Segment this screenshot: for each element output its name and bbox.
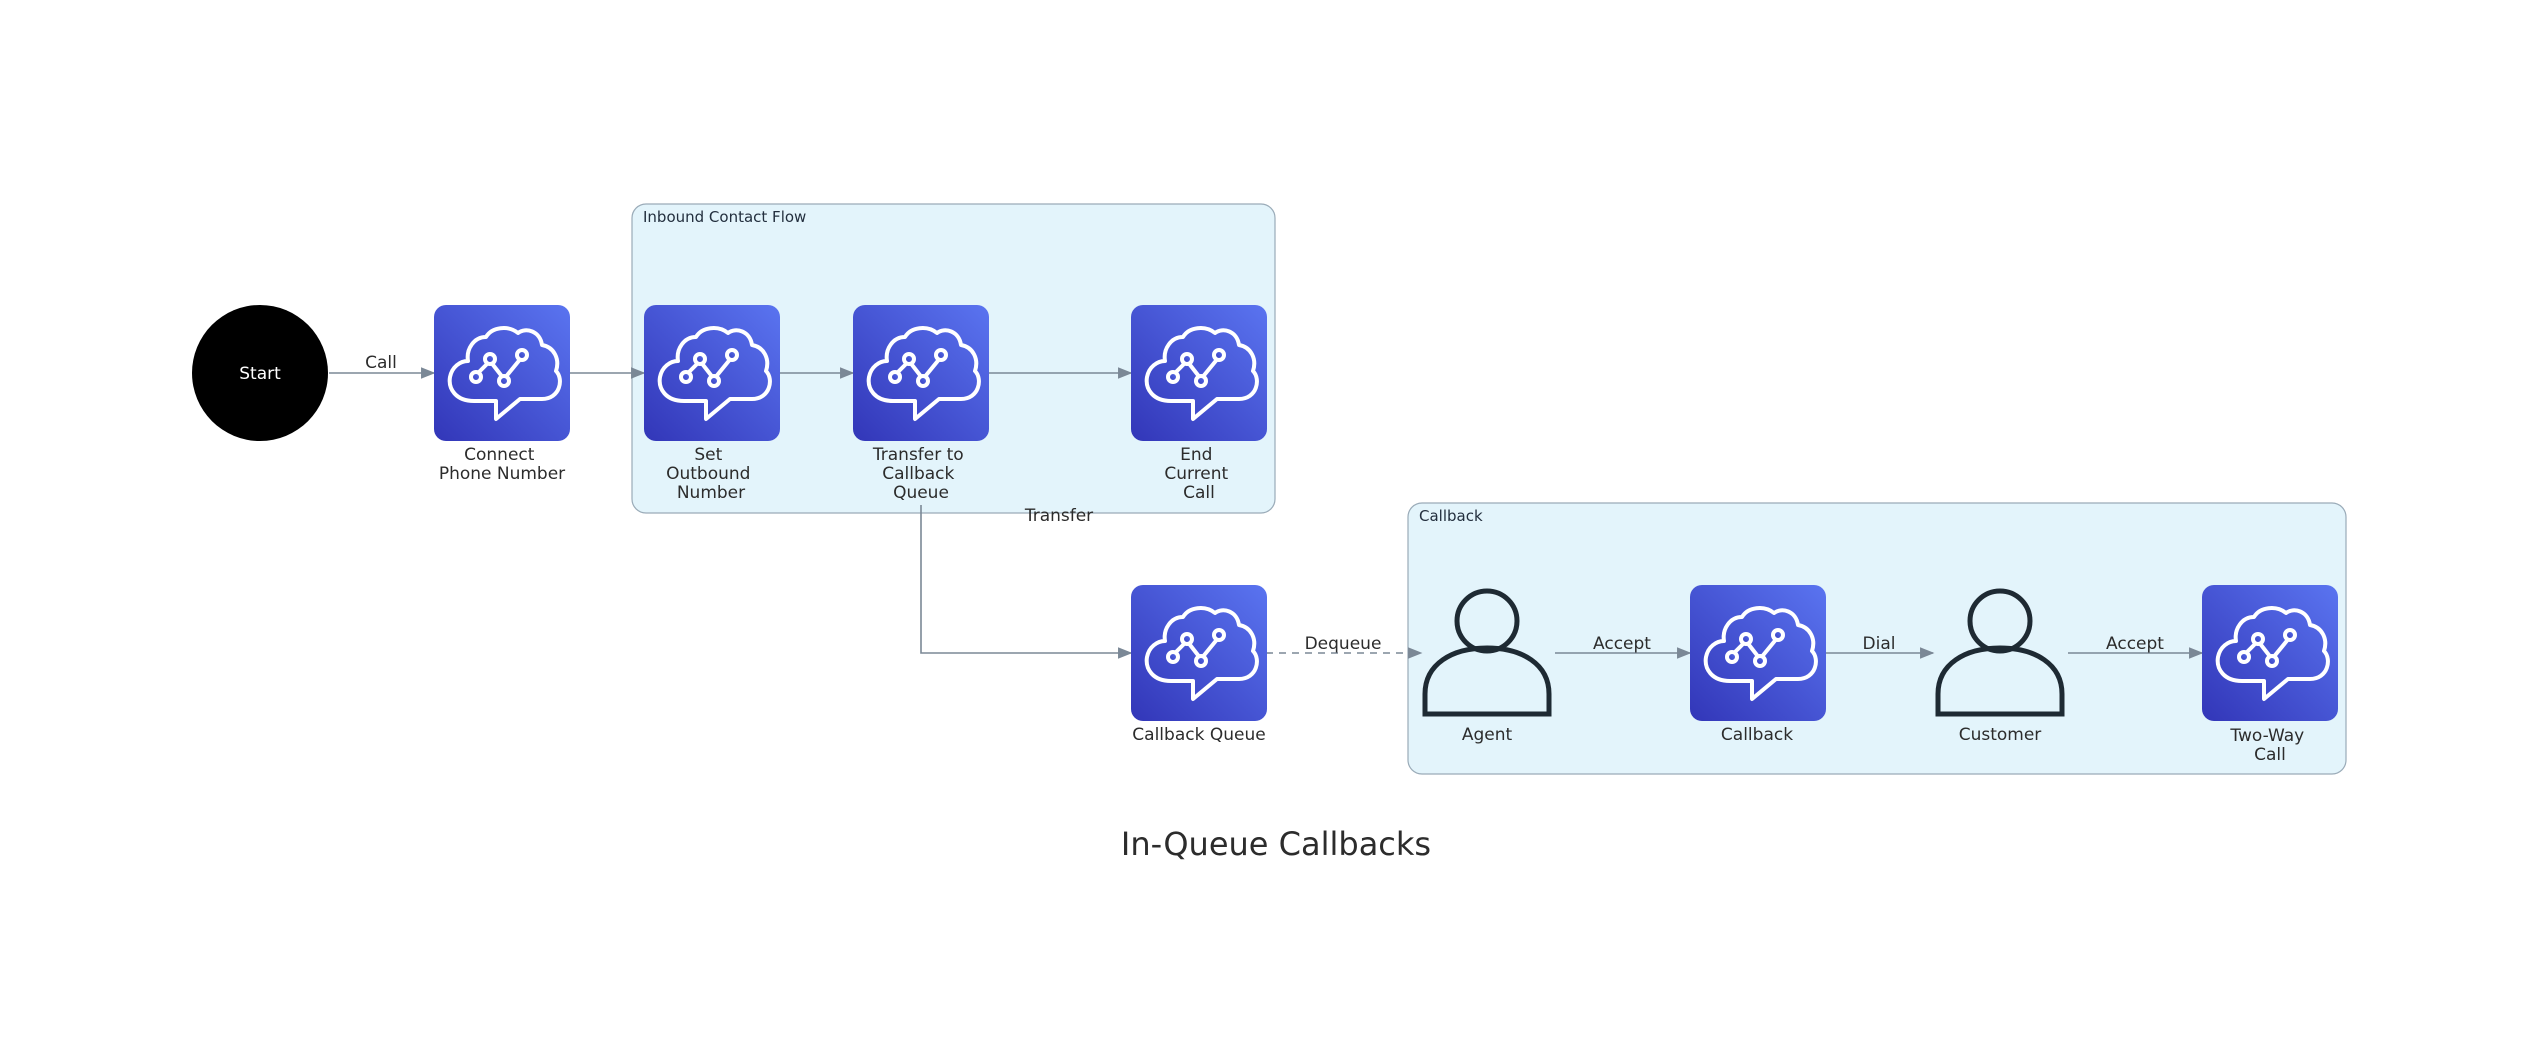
diagram-title: In-Queue Callbacks	[1121, 825, 1431, 863]
cluster-callback-label: Callback	[1419, 507, 1483, 525]
cluster-callback: Callback	[1407, 502, 2347, 775]
amazon-connect-icon	[1690, 585, 1826, 721]
amazon-connect-icon	[644, 305, 780, 441]
node-set-outbound-number: Set Outbound Number	[644, 305, 780, 503]
start-node: Start	[192, 305, 328, 441]
edge-accept-customer: Accept	[2068, 634, 2204, 659]
node-label: Transfer to Callback Queue	[872, 445, 969, 503]
amazon-connect-icon	[2202, 585, 2338, 721]
node-callback-queue: Callback Queue	[1131, 585, 1267, 745]
amazon-connect-icon	[434, 305, 570, 441]
edge-dial-label: Dial	[1863, 634, 1896, 654]
node-label: Set Outbound Number	[666, 445, 756, 503]
user-icon	[1935, 588, 2065, 717]
node-callback: Callback	[1690, 585, 1826, 745]
edge-call: Call	[329, 353, 436, 379]
node-label: Customer	[1959, 725, 2042, 745]
start-label: Start	[239, 364, 281, 384]
edge-accept-customer-label: Accept	[2106, 634, 2164, 654]
node-label: Agent	[1462, 725, 1513, 745]
edge-dequeue: Dequeue	[1266, 634, 1423, 659]
edge-accept-agent-label: Accept	[1593, 634, 1651, 654]
node-end-current-call: End Current Call	[1131, 305, 1267, 503]
node-two-way-call: Two-Way Call	[2202, 585, 2338, 765]
node-connect-phone-number: Connect Phone Number	[434, 305, 570, 484]
node-label: Connect Phone Number	[439, 445, 565, 484]
node-agent: Agent	[1422, 588, 1552, 745]
edge-call-label: Call	[365, 353, 397, 373]
node-label: Two-Way Call	[2229, 726, 2309, 765]
node-label: Callback	[1721, 725, 1793, 745]
edge-transfer-label: Transfer	[1024, 506, 1093, 526]
user-icon	[1422, 588, 1552, 717]
node-label: End Current Call	[1164, 445, 1233, 503]
edge-dequeue-label: Dequeue	[1305, 634, 1382, 654]
edge-accept-agent: Accept	[1555, 634, 1692, 659]
node-transfer-to-callback-queue: Transfer to Callback Queue	[853, 305, 989, 503]
amazon-connect-icon	[1131, 305, 1267, 441]
amazon-connect-icon	[1131, 585, 1267, 721]
amazon-connect-icon	[853, 305, 989, 441]
node-label: Callback Queue	[1132, 725, 1265, 745]
node-customer: Customer	[1935, 588, 2065, 745]
edge-dial: Dial	[1825, 634, 1935, 659]
cluster-inbound-contact-flow-label: Inbound Contact Flow	[643, 208, 806, 226]
edge-transfer: Transfer	[920, 505, 1133, 659]
